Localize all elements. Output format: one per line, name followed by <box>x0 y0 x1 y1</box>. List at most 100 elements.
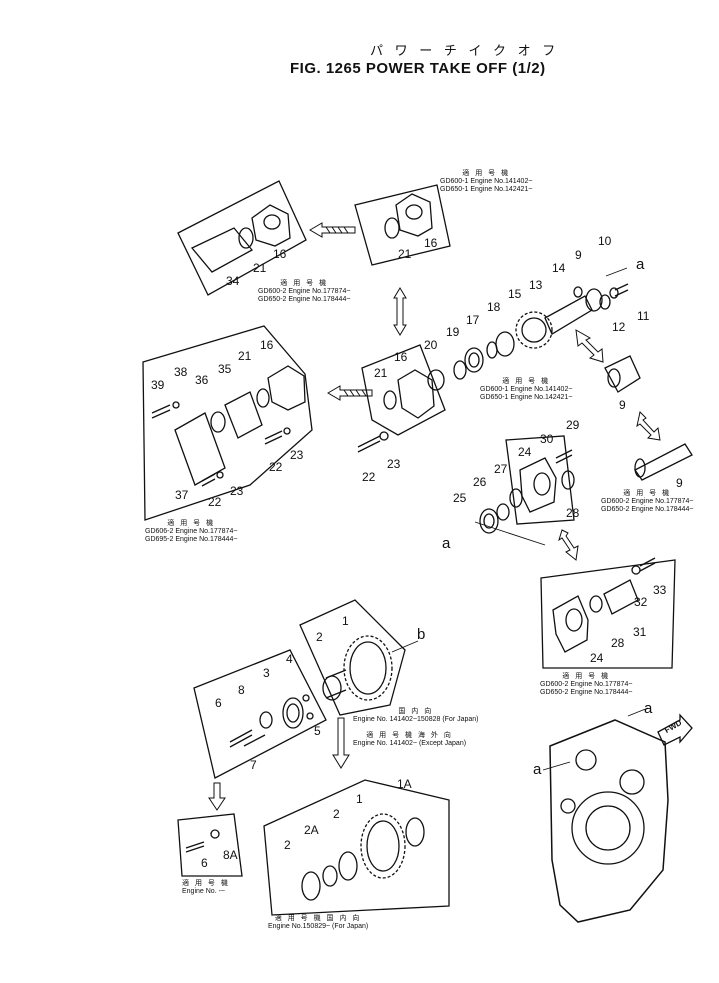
callout-30: 30 <box>540 432 554 446</box>
arrow-left-mid <box>327 385 373 401</box>
callout-36: 36 <box>195 373 209 387</box>
ring-26 <box>496 503 510 521</box>
note-serial: 適 用 号 機 Engine No. -~ <box>182 880 230 895</box>
o-ring-28a <box>561 470 575 490</box>
seal-12 <box>599 294 611 310</box>
callout-19: 19 <box>446 325 460 339</box>
bolt-33 <box>639 557 656 572</box>
arrow-diag-2 <box>636 410 661 441</box>
cover-31 <box>603 579 639 615</box>
cover-37 <box>174 412 226 486</box>
callout-16: 16 <box>260 338 274 352</box>
bearing-2b <box>338 851 358 881</box>
callout-9: 9 <box>676 476 683 490</box>
callout-23: 23 <box>387 457 401 471</box>
callout-21: 21 <box>238 349 252 363</box>
shaft-8 <box>259 711 273 729</box>
arrow-updown <box>393 287 407 336</box>
callout-10: 10 <box>598 234 612 248</box>
callout-17: 17 <box>466 313 480 327</box>
washer-4 <box>302 694 310 702</box>
note-serial: 適 用 号 機 GD600-1 Engine No.141402~GD650-1… <box>440 170 533 193</box>
callout-31: 31 <box>633 625 647 639</box>
bolt-22b <box>201 473 216 487</box>
callout-6: 6 <box>201 856 208 870</box>
callout-27: 27 <box>494 462 508 476</box>
frame-bearing-housing <box>505 435 575 525</box>
bearing-15 <box>495 331 515 357</box>
callout-33: 33 <box>653 583 667 597</box>
gear-1a <box>343 635 393 701</box>
title-japanese: パ ワ ー チ イ ク オ フ <box>370 43 560 58</box>
spacer-2A <box>322 865 338 887</box>
callout-16: 16 <box>273 247 287 261</box>
callout-32: 32 <box>634 595 648 609</box>
callout-23: 23 <box>290 448 304 462</box>
callout-14: 14 <box>552 261 566 275</box>
frame-cover-small <box>361 344 446 436</box>
callout-6: 6 <box>215 696 222 710</box>
callout-8: 8 <box>238 683 245 697</box>
callout-29: 29 <box>566 418 580 432</box>
callout-39: 39 <box>151 378 165 392</box>
pump-body-16b <box>395 193 433 237</box>
callout-20: 20 <box>424 338 438 352</box>
callout-18: 18 <box>487 300 501 314</box>
housing-24b <box>552 595 589 653</box>
frame-cover-gd600-2 <box>177 180 307 296</box>
washer-5 <box>306 712 314 720</box>
callout-26: 26 <box>473 475 487 489</box>
o-ring-21a <box>238 227 254 249</box>
arrow-diag-1 <box>575 329 604 363</box>
callout-9: 9 <box>619 398 626 412</box>
callout-1A: 1A <box>397 777 412 791</box>
frame-gear-lower <box>263 779 450 916</box>
callout-35: 35 <box>218 362 232 376</box>
ring-14 <box>573 286 583 298</box>
o-ring-20 <box>427 369 445 391</box>
frame-gear <box>299 599 406 716</box>
callout-b: b <box>417 626 426 643</box>
note-serial: 適 用 号 機 GD600-1 Engine No.141402~GD650-1… <box>480 378 573 401</box>
ring-3 <box>282 697 304 729</box>
gear-1b <box>360 813 406 879</box>
callout-11: 11 <box>637 309 650 323</box>
callout-1: 1 <box>356 792 363 806</box>
callout-4: 4 <box>286 652 293 666</box>
bolt-39 <box>151 404 171 419</box>
bolt-7 <box>243 734 266 747</box>
o-ring-27 <box>509 488 523 508</box>
arrow-left-top <box>309 222 356 238</box>
shaft-9b <box>604 355 641 393</box>
gear-13 <box>515 311 553 349</box>
arrow-down-left <box>208 782 226 811</box>
callout-a: a <box>533 761 542 778</box>
cover-plate-34 <box>190 227 253 273</box>
callout-13: 13 <box>529 278 543 292</box>
note-serial: 適 用 号 機 GD600-2 Engine No.177874~GD650-2… <box>258 280 351 303</box>
callout-21: 21 <box>253 261 267 275</box>
ring-1A <box>405 817 425 847</box>
arrow-down-mid <box>332 717 350 769</box>
callout-22: 22 <box>269 460 283 474</box>
o-ring-36 <box>210 411 226 433</box>
washer-32 <box>631 565 641 575</box>
pump-body-16d <box>267 365 306 411</box>
callout-a: a <box>636 256 645 273</box>
o-ring-21c <box>383 390 397 410</box>
arrow-diag-3 <box>558 529 579 561</box>
callout-28: 28 <box>566 506 580 520</box>
callout-a: a <box>442 535 451 552</box>
frame-cover-gd600-1 <box>354 184 451 266</box>
bolt-6b <box>185 841 205 853</box>
callout-34: 34 <box>226 274 240 288</box>
callout-1: 1 <box>342 614 349 628</box>
frame-bolt <box>177 813 243 877</box>
note-serial: 国 内 向 Engine No. 141402~150828 (For Japa… <box>353 708 479 723</box>
callout-2: 2 <box>284 838 291 852</box>
fwd-arrow <box>657 713 693 746</box>
bearing-25 <box>479 508 499 534</box>
callout-a: a <box>644 700 653 717</box>
frame-cover-lower <box>540 559 676 669</box>
